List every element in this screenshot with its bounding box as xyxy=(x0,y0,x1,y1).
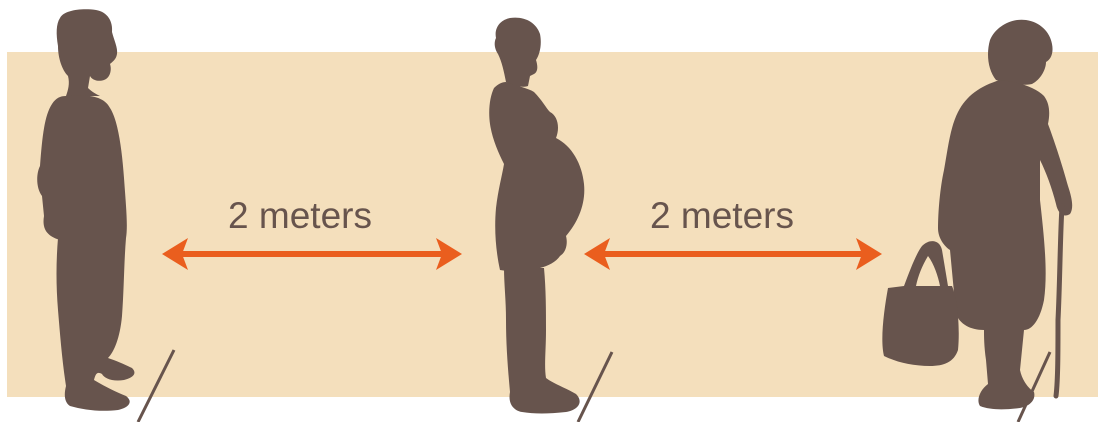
distance-label-2: 2 meters xyxy=(650,195,794,236)
distance-label-1: 2 meters xyxy=(228,195,372,236)
